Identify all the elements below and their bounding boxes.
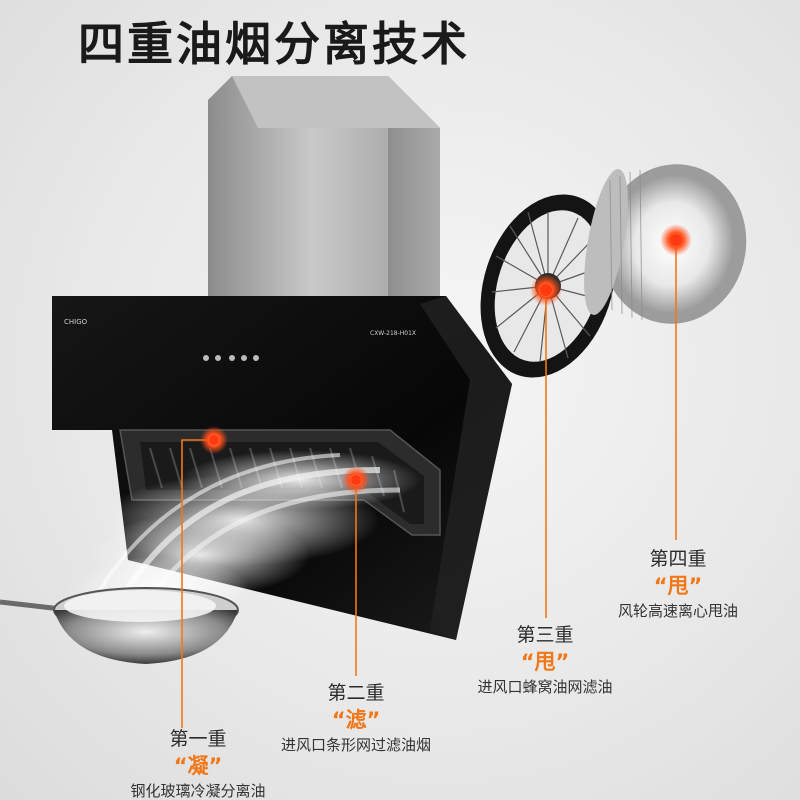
stage-2-title: 第二重 xyxy=(327,682,385,704)
stage-2-label: 第二重 “滤” 进风口条形网过滤油烟 xyxy=(262,680,450,756)
stage-4-label: 第四重 “甩” 风轮高速离心甩油 xyxy=(598,546,758,622)
stage-1-title: 第一重 xyxy=(169,728,227,750)
stage-2-desc: 进风口条形网过滤油烟 xyxy=(280,736,431,754)
model-number: CXW-218-H01X xyxy=(370,330,417,337)
chimney xyxy=(208,76,440,298)
stage-4-desc: 风轮高速离心甩油 xyxy=(617,602,738,620)
page-title: 四重油烟分离技术 xyxy=(78,17,470,71)
control-panel xyxy=(203,355,259,361)
wok xyxy=(0,587,239,664)
stage-3-desc: 进风口蜂窝油网滤油 xyxy=(477,678,613,696)
stage-3-label: 第三重 “甩” 进风口蜂窝油网滤油 xyxy=(456,622,634,698)
stage-1-label: 第一重 “凝” 钢化玻璃冷凝分离油 xyxy=(108,726,288,800)
stage-3-title: 第三重 xyxy=(516,624,574,646)
stage-4-title: 第四重 xyxy=(649,548,707,570)
markers xyxy=(200,224,692,494)
stage-2-key: “滤” xyxy=(331,708,381,732)
brand-logo: CHIGO xyxy=(64,318,88,326)
stage-1-desc: 钢化玻璃冷凝分离油 xyxy=(130,782,266,800)
stage-1-key: “凝” xyxy=(173,754,223,778)
stage-4-key: “甩” xyxy=(653,574,703,598)
stage-3-key: “甩” xyxy=(520,650,570,674)
